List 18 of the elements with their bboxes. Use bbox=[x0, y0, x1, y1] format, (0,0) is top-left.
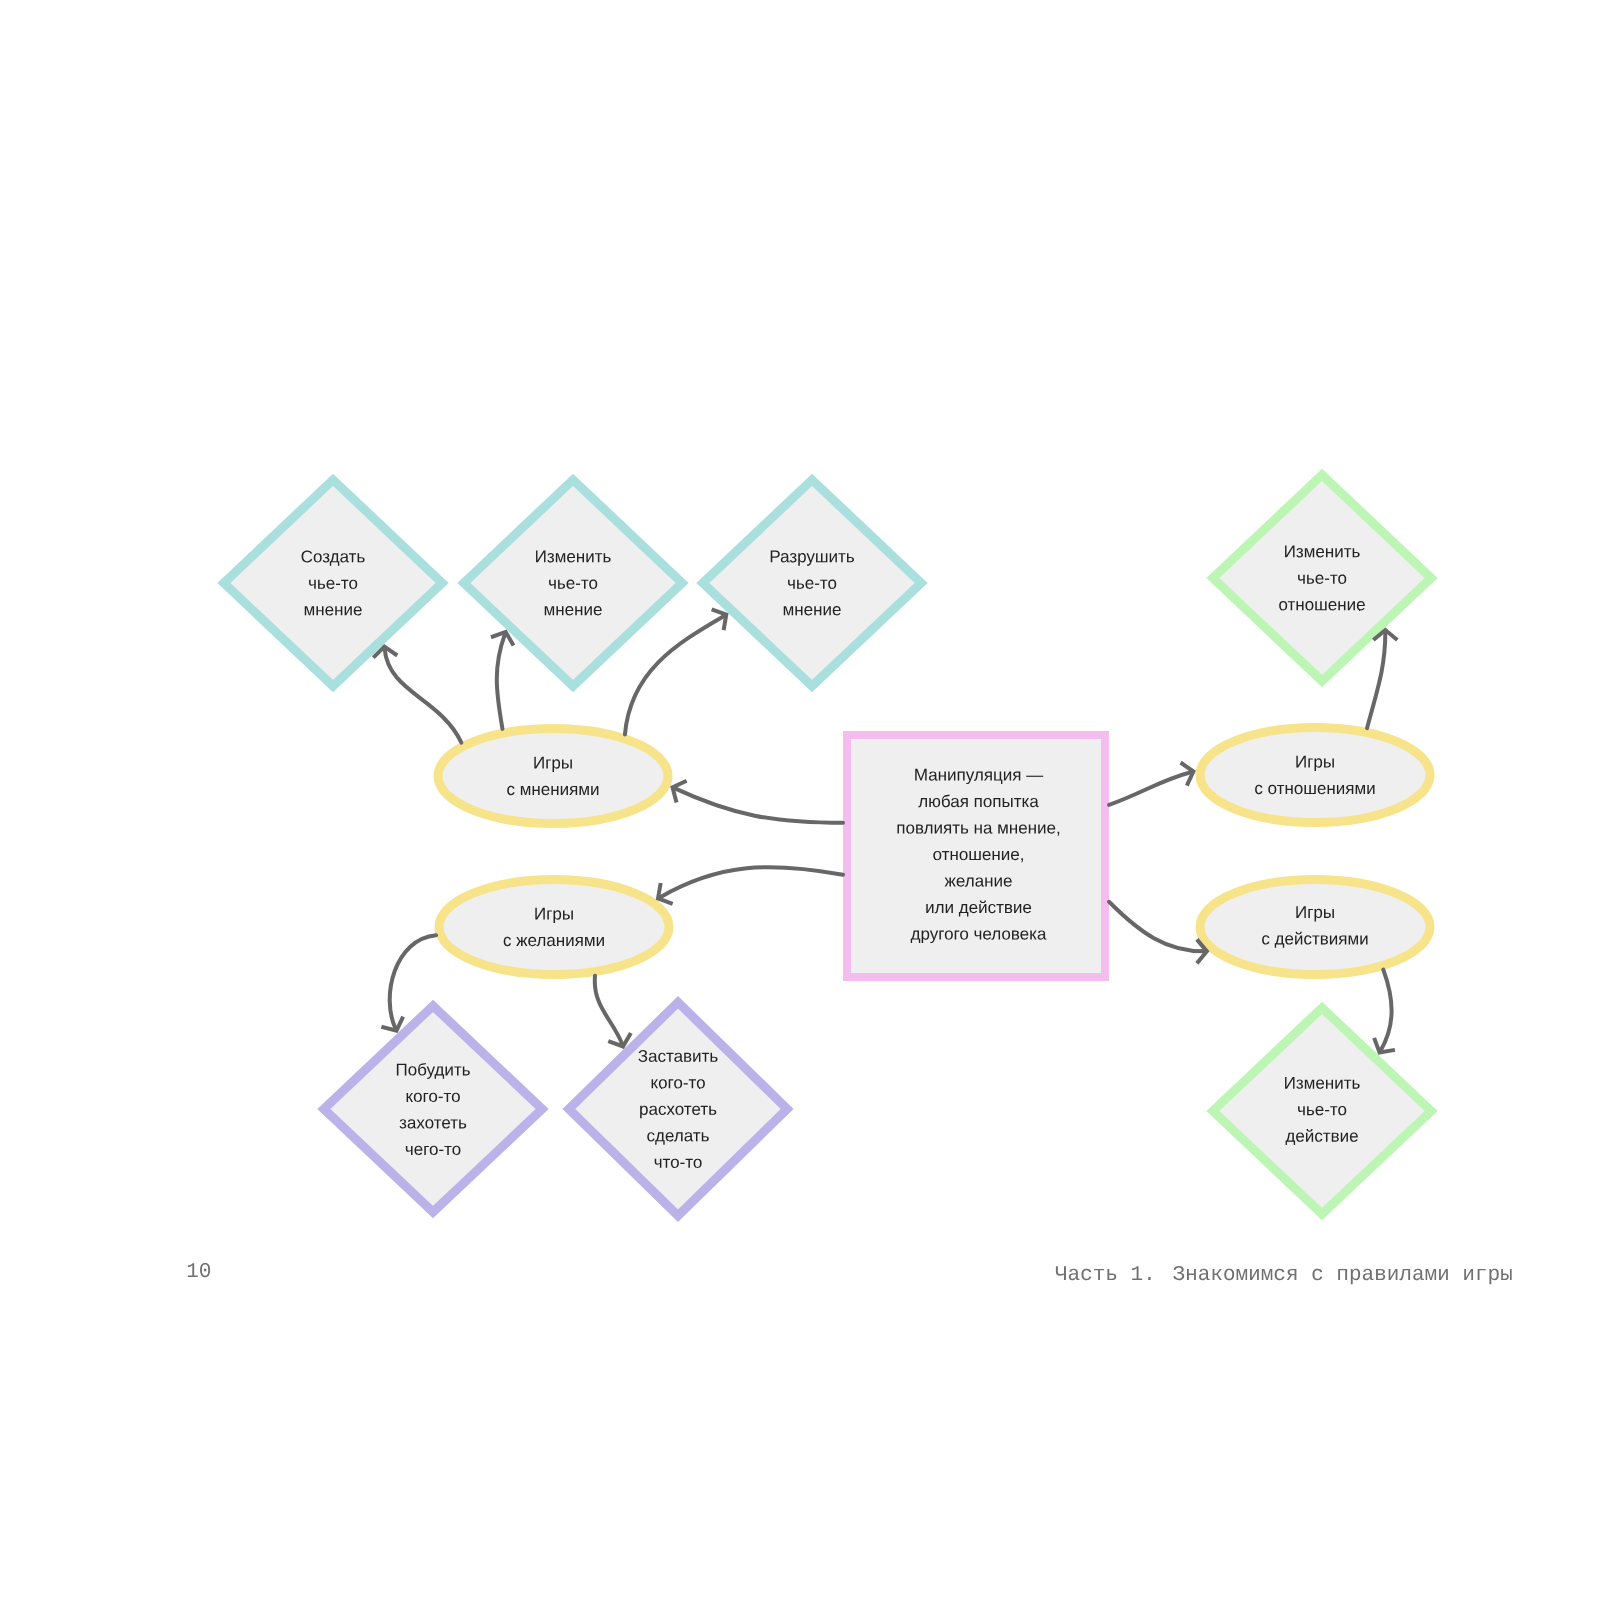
arrow bbox=[655, 865, 845, 906]
arrow bbox=[490, 629, 516, 731]
oval-node: Игры с желаниями bbox=[434, 875, 674, 979]
oval-node: Игры с действиями bbox=[1195, 875, 1435, 979]
definition-box: Манипуляция — любая попытка повлиять на мнение, отношение, желание или действие другого человека bbox=[843, 731, 1109, 981]
oval-node: Игры с мнениями bbox=[433, 724, 673, 828]
oval-node: Игры с отношениями bbox=[1195, 723, 1435, 827]
arrow bbox=[1372, 967, 1396, 1055]
arrow bbox=[1107, 760, 1196, 807]
arrow bbox=[1365, 627, 1399, 731]
arrow bbox=[592, 973, 633, 1049]
arrow bbox=[622, 607, 729, 737]
arrow bbox=[1107, 899, 1210, 965]
running-footer: Часть 1. Знакомимся с правилами игры bbox=[1055, 1265, 1512, 1285]
arrow bbox=[670, 778, 845, 825]
arrow bbox=[371, 643, 464, 745]
arrow bbox=[380, 933, 438, 1034]
page-number: 10 bbox=[187, 1262, 211, 1278]
